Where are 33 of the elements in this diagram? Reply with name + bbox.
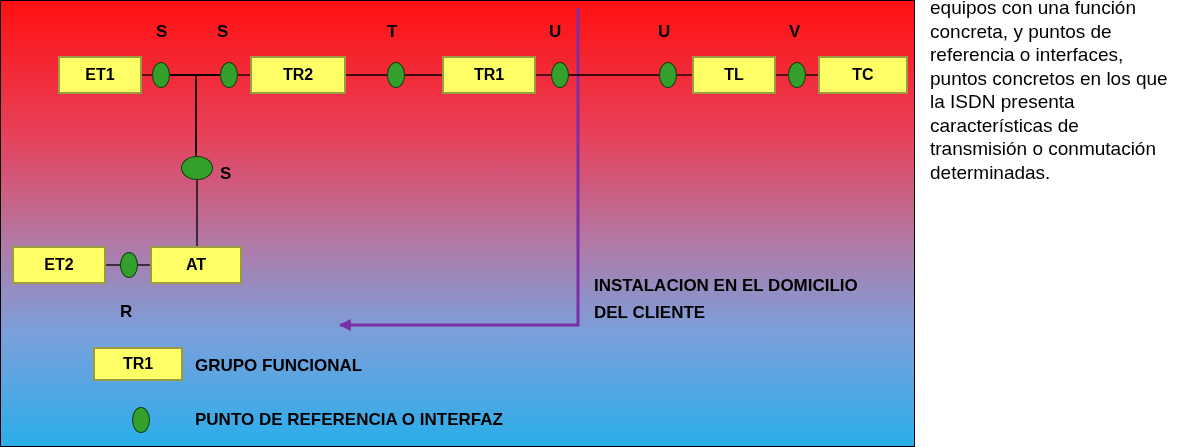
reference-point-letter: R [120, 302, 133, 322]
reference-point-letter: U [549, 22, 562, 42]
connector-line [404, 74, 443, 76]
functional-group-box: AT [150, 246, 242, 284]
reference-point-letter: U [658, 22, 671, 42]
connector-line [195, 74, 221, 157]
functional-group-box: ET1 [58, 56, 142, 94]
boundary-label: INSTALACION EN EL DOMICILIO DEL CLIENTE [594, 275, 859, 324]
legend-sample: TR1 [93, 347, 183, 381]
reference-point-letter: T [387, 22, 398, 42]
functional-group-box: TL [692, 56, 776, 94]
reference-point-letter: V [789, 22, 801, 42]
connector-line [775, 74, 789, 76]
connector-line [535, 74, 552, 76]
reference-point-letter: S [220, 164, 232, 184]
connector-line [237, 74, 251, 76]
connector-line [196, 179, 198, 247]
connector-line [141, 74, 153, 76]
functional-group-box: TC [818, 56, 908, 94]
connector-line [676, 74, 693, 76]
reference-point-letter: S [156, 22, 168, 42]
connector-line [805, 74, 819, 76]
connector-line [137, 264, 151, 266]
functional-group-box: ET2 [12, 246, 106, 284]
connector-line [568, 74, 660, 76]
reference-point-letter: S [217, 22, 229, 42]
legend-label: GRUPO FUNCIONAL [195, 356, 363, 376]
connector-line [345, 74, 388, 76]
connector-line [105, 264, 121, 266]
caption: equipos con una función concreta, y puntos de referencia o interfaces, puntos concretos en los que la ISDN presenta características de transmisión o conmutación determinadas. [930, 0, 1169, 184]
legend-label: PUNTO DE REFERENCIA O INTERFAZ [195, 410, 503, 430]
functional-group-box: TR2 [250, 56, 346, 94]
functional-group-box: TR1 [442, 56, 536, 94]
